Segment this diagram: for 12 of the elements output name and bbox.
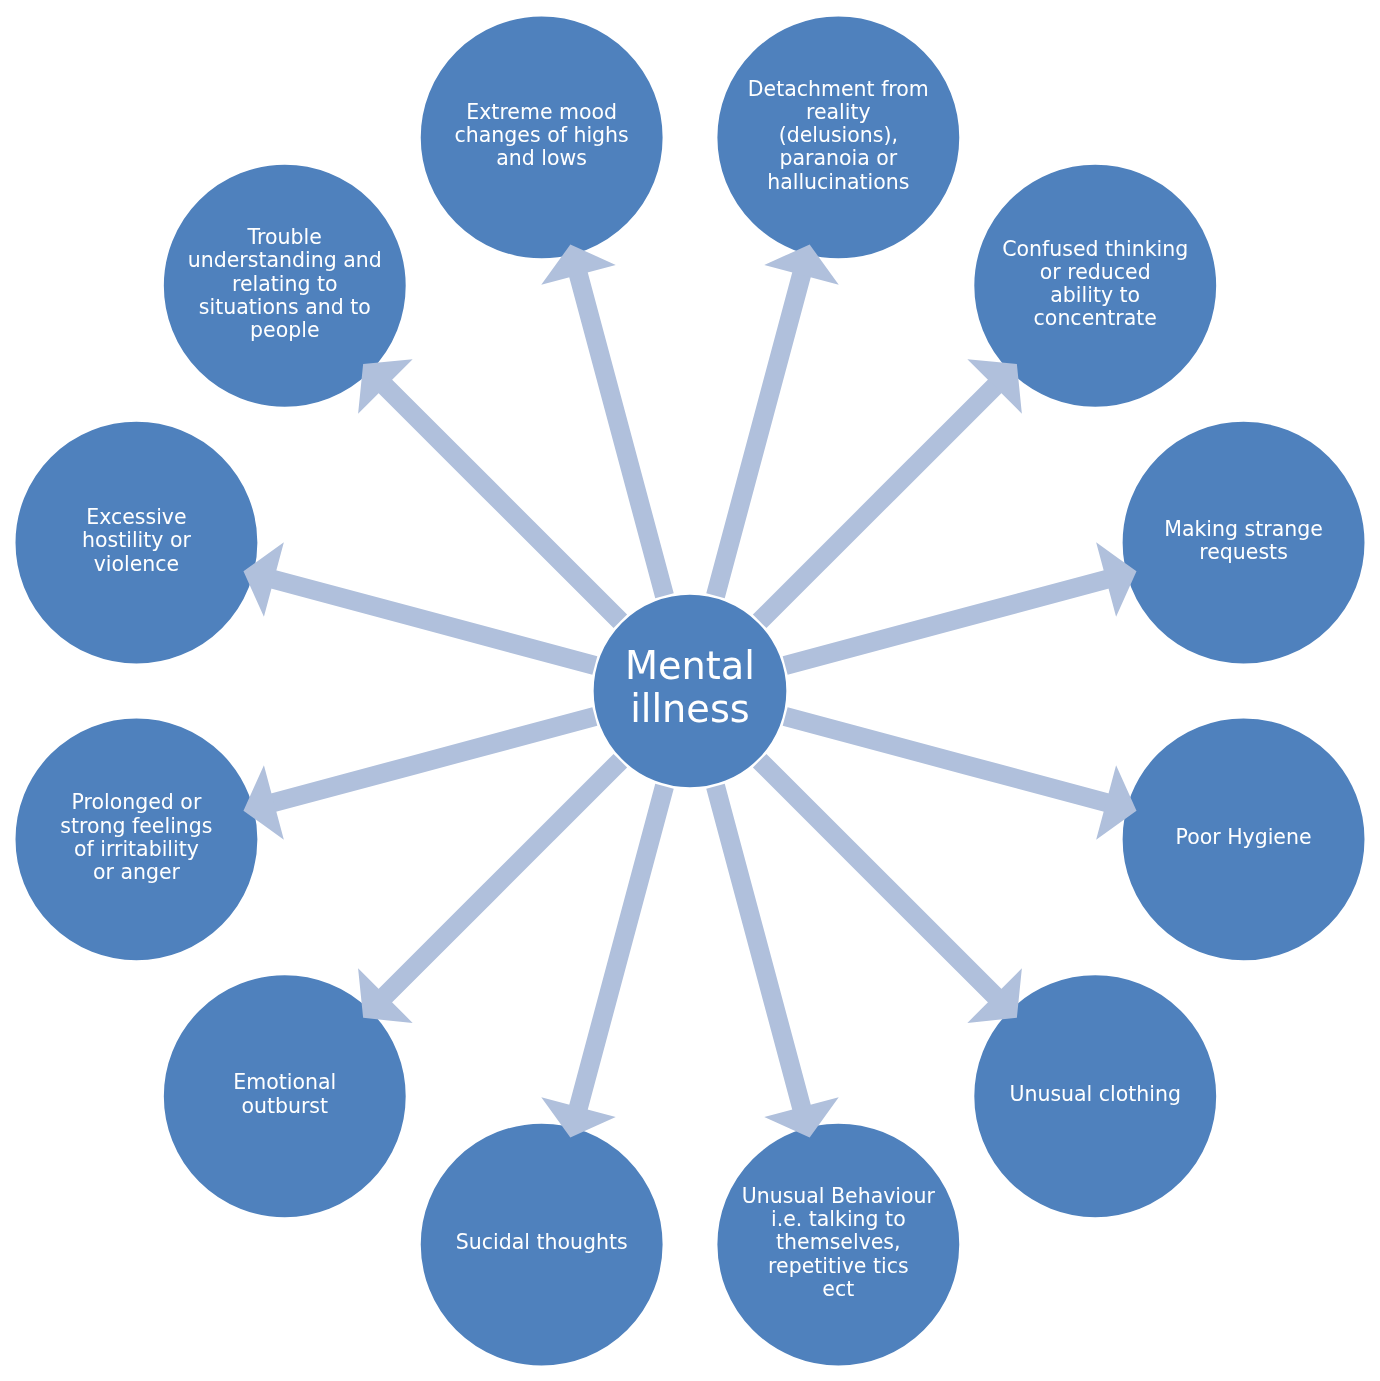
arrow bbox=[243, 541, 598, 675]
arrow bbox=[752, 358, 1022, 628]
arrow bbox=[541, 244, 674, 598]
arrow bbox=[706, 244, 839, 598]
arrow bbox=[752, 753, 1022, 1023]
arrow bbox=[782, 541, 1137, 675]
arrow bbox=[541, 783, 674, 1138]
arrow bbox=[782, 706, 1137, 840]
arrow bbox=[358, 753, 628, 1023]
arrow bbox=[243, 706, 598, 840]
arrow bbox=[358, 358, 628, 628]
arrow bbox=[706, 783, 839, 1138]
